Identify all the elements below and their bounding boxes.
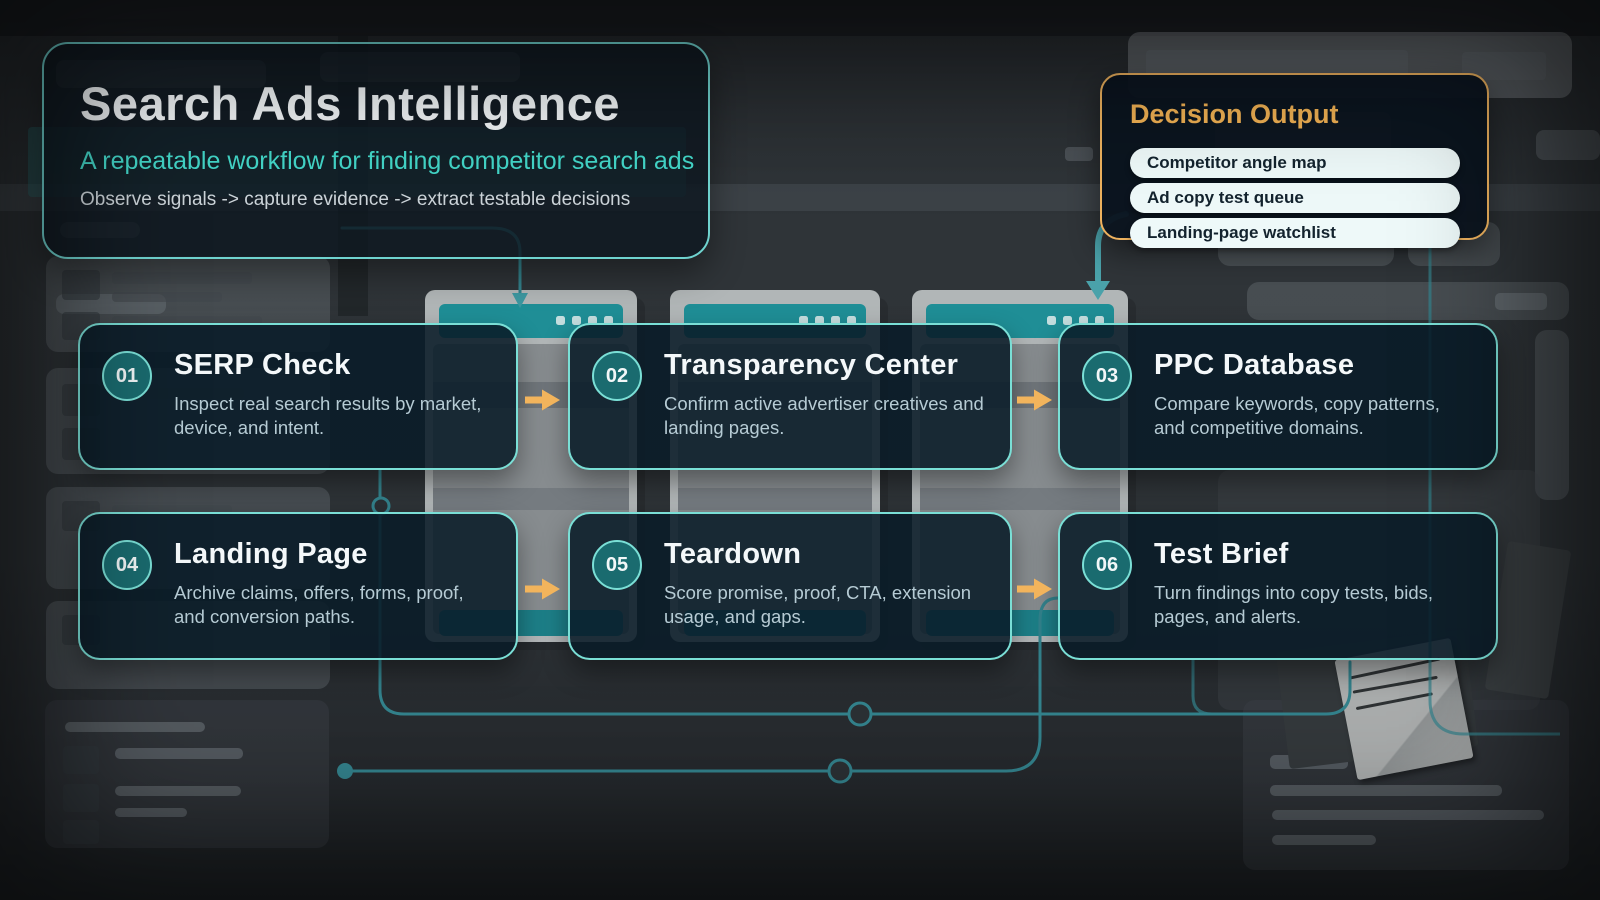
wireframe-searchbar xyxy=(1247,282,1569,320)
browser-dots-icon xyxy=(1047,316,1104,325)
step-title: PPC Database xyxy=(1154,349,1355,381)
step-number-badge: 06 xyxy=(1082,540,1132,590)
page-subtitle: A repeatable workflow for finding compet… xyxy=(80,147,695,175)
background-top-band xyxy=(0,0,1600,36)
wireframe-bar xyxy=(1536,130,1600,160)
step-description: Inspect real search results by market, d… xyxy=(174,393,482,439)
step-title: SERP Check xyxy=(174,349,351,381)
step-card-ppc-database: 03 PPC Database Compare keywords, copy p… xyxy=(1058,323,1498,470)
step-description: Compare keywords, copy patterns, and com… xyxy=(1154,393,1440,439)
decision-output-panel: Decision Output Competitor angle map Ad … xyxy=(1100,73,1489,248)
step-card-landing-page: 04 Landing Page Archive claims, offers, … xyxy=(78,512,518,660)
page-title: Search Ads Intelligence xyxy=(80,77,620,130)
step-number-badge: 04 xyxy=(102,540,152,590)
decision-output-title: Decision Output xyxy=(1130,99,1339,129)
decision-output-item-label: Competitor angle map xyxy=(1147,153,1327,172)
step-number-badge: 03 xyxy=(1082,351,1132,401)
decision-output-item: Ad copy test queue xyxy=(1130,183,1460,213)
wireframe-tab xyxy=(1065,147,1093,161)
flow-arrow-icon xyxy=(1017,578,1052,600)
wireframe-panel xyxy=(1535,330,1569,500)
step-number-badge: 02 xyxy=(592,351,642,401)
browser-dots-icon xyxy=(799,316,856,325)
page-tagline: Observe signals -> capture evidence -> e… xyxy=(80,189,631,210)
step-description: Turn findings into copy tests, bids, pag… xyxy=(1154,582,1434,628)
step-title: Teardown xyxy=(664,538,802,570)
step-card-serp-check: 01 SERP Check Inspect real search result… xyxy=(78,323,518,470)
step-description: Archive claims, offers, forms, proof, an… xyxy=(174,582,464,628)
browser-dots-icon xyxy=(556,316,613,325)
decision-output-item-label: Landing-page watchlist xyxy=(1147,223,1336,242)
flow-arrow-icon xyxy=(525,389,560,411)
step-number-badge: 05 xyxy=(592,540,642,590)
step-title: Test Brief xyxy=(1154,538,1289,570)
decision-output-item-label: Ad copy test queue xyxy=(1147,188,1304,207)
step-description: Score promise, proof, CTA, extension usa… xyxy=(664,582,972,628)
flow-arrow-icon xyxy=(525,578,560,600)
step-title: Transparency Center xyxy=(664,349,959,381)
decision-output-item: Landing-page watchlist xyxy=(1130,218,1460,248)
decision-output-item: Competitor angle map xyxy=(1130,148,1460,178)
wireframe-panel xyxy=(45,700,329,848)
step-card-transparency-center: 02 Transparency Center Confirm active ad… xyxy=(568,323,1012,470)
step-card-test-brief: 06 Test Brief Turn findings into copy te… xyxy=(1058,512,1498,660)
header-panel: Search Ads Intelligence A repeatable wor… xyxy=(42,42,710,259)
flow-arrow-icon xyxy=(1017,389,1052,411)
step-number-badge: 01 xyxy=(102,351,152,401)
step-title: Landing Page xyxy=(174,538,368,570)
step-card-teardown: 05 Teardown Score promise, proof, CTA, e… xyxy=(568,512,1012,660)
step-description: Confirm active advertiser creatives and … xyxy=(664,393,984,439)
